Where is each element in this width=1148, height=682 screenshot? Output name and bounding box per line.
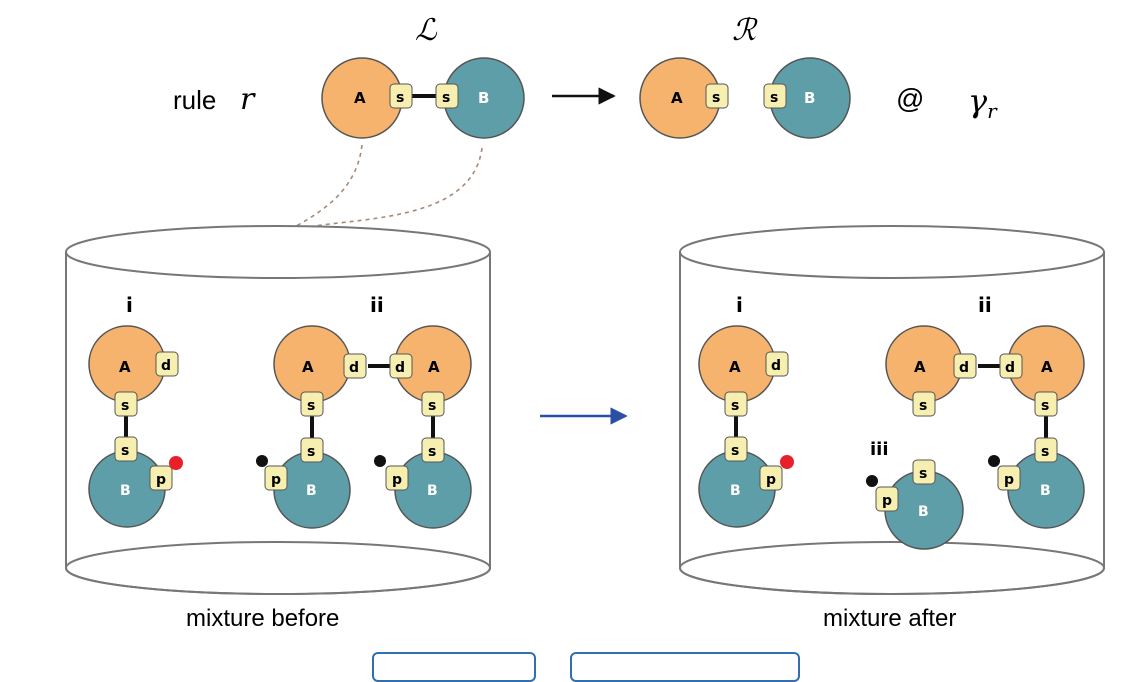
agent-b-label: B xyxy=(1040,483,1051,499)
site-s-label: s xyxy=(307,398,315,414)
rule-based-model-diagram: rule r ℒ ℛ @ γr A B s s A s B s i i xyxy=(65,13,1105,632)
phosphate-black xyxy=(988,455,1000,467)
complex-ii-after: A A d d s s s p B xyxy=(885,325,1085,529)
site-s-label: s xyxy=(731,398,739,414)
complex-label-ii: ii xyxy=(978,293,992,317)
mixture-after-container xyxy=(679,225,1105,595)
complex-ii-before: A A d d s s s s p p B B xyxy=(256,325,472,529)
agent-b-label: B xyxy=(730,483,741,499)
rule-right-side: A s B s xyxy=(639,57,851,139)
agent-a-label: A xyxy=(671,89,683,107)
agent-a-label: A xyxy=(119,358,131,376)
rule-header: rule r ℒ ℛ @ γr xyxy=(173,13,998,123)
agent-a-label: A xyxy=(914,358,926,376)
site-s-label: s xyxy=(770,90,778,106)
site-s-label: s xyxy=(712,90,720,106)
complex-i-after: A d s s p B xyxy=(698,325,794,528)
agent-b-label: B xyxy=(804,89,815,107)
rule-left-side: A B s s xyxy=(321,57,525,139)
agent-a-label: A xyxy=(729,358,741,376)
complex-label-ii: ii xyxy=(370,293,384,317)
site-s-label: s xyxy=(731,443,739,459)
site-s-label: s xyxy=(1041,398,1049,414)
agent-b-label: B xyxy=(120,483,131,499)
complex-i-before: A d s s p B xyxy=(88,325,183,528)
complex-label-i: i xyxy=(126,293,133,317)
agent-a-label: A xyxy=(354,89,366,107)
agent-b-label: B xyxy=(427,483,438,499)
site-s-label: s xyxy=(121,443,129,459)
site-s-label: s xyxy=(1041,444,1049,460)
site-s-label: s xyxy=(919,398,927,414)
phosphate-black xyxy=(256,455,268,467)
site-d-label: d xyxy=(161,358,171,374)
site-d-label: d xyxy=(959,360,969,376)
site-d-label: d xyxy=(771,358,781,374)
mixture-after-label: mixture after xyxy=(823,605,956,632)
site-p-label: p xyxy=(882,493,892,509)
rate-symbol: γr xyxy=(968,82,998,123)
at-symbol: @ xyxy=(896,83,924,114)
phosphate-red xyxy=(169,456,183,470)
site-p-label: p xyxy=(271,472,281,488)
bottom-button-left[interactable] xyxy=(372,652,536,682)
site-d-label: d xyxy=(349,360,359,376)
mixture-before-container xyxy=(65,225,491,595)
agent-b-label: B xyxy=(478,89,489,107)
site-s-label: s xyxy=(307,444,315,460)
agent-a-label: A xyxy=(428,358,440,376)
site-d-label: d xyxy=(395,360,405,376)
complex-label-i: i xyxy=(736,293,743,317)
agent-a-label: A xyxy=(302,358,314,376)
site-p-label: p xyxy=(1004,472,1014,488)
site-s-label: s xyxy=(919,466,927,482)
site-p-label: p xyxy=(392,472,402,488)
rule-symbol: r xyxy=(240,82,256,117)
agent-b-label: B xyxy=(918,504,929,520)
site-s-label: s xyxy=(428,398,436,414)
left-side-symbol: ℒ xyxy=(415,13,438,48)
complex-label-iii: iii xyxy=(870,439,889,460)
agent-b-label: B xyxy=(306,483,317,499)
agent-a-label: A xyxy=(1041,358,1053,376)
phosphate-black xyxy=(866,475,878,487)
phosphate-black xyxy=(374,455,386,467)
site-p-label: p xyxy=(766,472,776,488)
complex-iii-after: s p B xyxy=(866,459,964,550)
phosphate-red xyxy=(780,455,794,469)
site-s-label: s xyxy=(121,398,129,414)
mixture-before-label: mixture before xyxy=(186,605,339,632)
rule-label: rule xyxy=(173,85,216,115)
site-d-label: d xyxy=(1005,360,1015,376)
site-s-label: s xyxy=(442,90,450,106)
bottom-button-right[interactable] xyxy=(570,652,800,682)
site-p-label: p xyxy=(156,472,166,488)
right-side-symbol: ℛ xyxy=(732,13,758,48)
site-s-label: s xyxy=(428,444,436,460)
site-s-label: s xyxy=(396,90,404,106)
